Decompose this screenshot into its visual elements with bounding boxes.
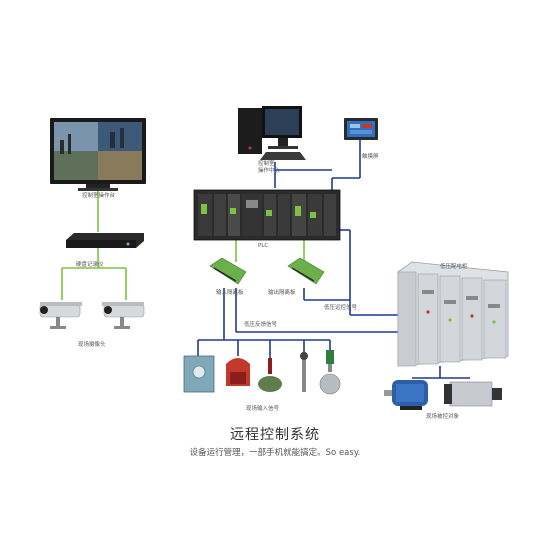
input-module-2-label: 输出隔离板 — [268, 290, 296, 296]
terminal-board-icon — [209, 257, 247, 285]
page-subtitle: 设备运行管理，一部手机就能搞定。So easy. — [189, 448, 361, 458]
sensor-icon — [183, 355, 215, 393]
dvr-label: 硬盘记录仪 — [76, 262, 104, 268]
blue-wires — [197, 138, 470, 379]
touch-screen-label: 触摸屏 — [362, 154, 379, 160]
dvr-icon — [66, 233, 144, 248]
operator-pc-label-line1: 控制室 — [258, 161, 275, 167]
sensor-icon — [258, 358, 282, 392]
control-center-label: 控制室操作台 — [82, 193, 116, 199]
green-wires — [61, 190, 305, 300]
computer-icon — [238, 106, 306, 160]
field-actuators-label: 现场被控对象 — [426, 414, 460, 420]
feedback-signal-label: 低压反馈信号 — [244, 322, 278, 328]
input-module-1-label: 输入隔离板 — [216, 290, 244, 296]
sensor-icon — [319, 350, 341, 395]
motor-icon — [384, 380, 428, 410]
operator-pc-label-line2: 操作中心 — [258, 168, 281, 174]
field-inputs-label: 现场输入信号 — [246, 406, 280, 412]
sensor-icon — [300, 352, 308, 392]
plc-icon — [193, 189, 341, 241]
page-title: 远程控制系统 — [230, 427, 320, 443]
sensor-icon — [226, 358, 250, 386]
camera-icon — [39, 302, 82, 329]
camera-icon — [102, 302, 145, 329]
actuator-icon — [444, 381, 502, 407]
cabinet-icon — [397, 261, 509, 367]
low-voltage-cabinet-label: 低压配电柜 — [440, 264, 468, 270]
control-signal-label: 低压远控信号 — [324, 305, 358, 311]
terminal-board-icon — [287, 257, 325, 285]
monitor-icon — [50, 118, 146, 191]
cameras-label: 现场摄像头 — [78, 342, 106, 348]
plc-label: PLC — [258, 243, 269, 249]
touch-screen-icon — [344, 118, 378, 140]
